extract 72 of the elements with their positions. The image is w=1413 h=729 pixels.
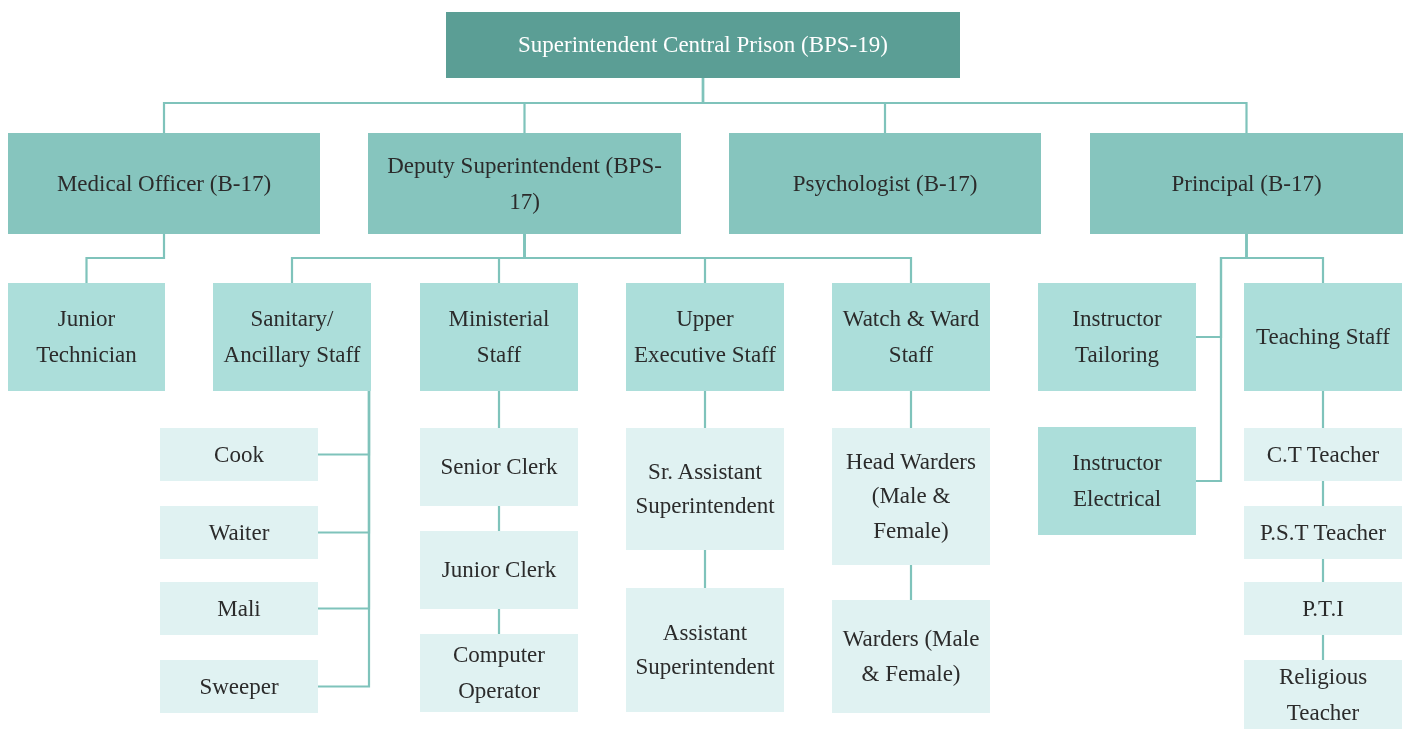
position-title: Junior Clerk: [441, 556, 557, 585]
connector-line: [497, 391, 501, 428]
connector-line: [1196, 234, 1248, 483]
position-title: P.S.T Teacher: [1260, 518, 1386, 547]
position-title: P.T.I: [1302, 594, 1344, 623]
position-box: [729, 133, 1041, 234]
staff-box: [160, 506, 318, 559]
position-title: Ministerial Staff: [447, 305, 551, 369]
position-title: Warders (Male & Female): [841, 625, 981, 688]
position-box: [368, 133, 681, 234]
connector-line: [703, 391, 707, 428]
position-title: Senior Clerk: [440, 453, 558, 482]
staff-group-box: [832, 283, 990, 391]
connector-line: [497, 506, 501, 531]
staff-box: [160, 660, 318, 713]
staff-box: [420, 531, 578, 609]
position-box: [1090, 133, 1403, 234]
connector-line: [318, 391, 371, 688]
connector-line: [523, 234, 913, 283]
connector-line: [1321, 481, 1325, 506]
position-title: Head Warders (Male & Female): [845, 447, 977, 545]
staff-box: [1244, 506, 1402, 559]
staff-group-box: [1038, 427, 1196, 535]
staff-group-box: [626, 283, 784, 391]
position-title: Superintendent Central Prison (BPS-19): [518, 31, 888, 59]
staff-box: [832, 600, 990, 713]
top-position-box: [446, 12, 960, 78]
staff-group-box: [213, 283, 371, 391]
position-title: Upper Executive Staff: [633, 305, 777, 369]
position-title: Instructor Electrical: [1071, 449, 1163, 513]
position-title: Cook: [214, 440, 264, 469]
connector-line: [1321, 391, 1325, 428]
staff-box: [1244, 660, 1402, 729]
connector-line: [1321, 559, 1325, 582]
position-title: Computer Operator: [452, 641, 546, 705]
position-title: Instructor Tailoring: [1071, 305, 1163, 369]
position-title: Deputy Superintendent (BPS-17): [386, 151, 663, 216]
staff-group-box: [420, 283, 578, 391]
position-title: Assistant Superintendent: [634, 618, 776, 681]
connector-line: [909, 391, 913, 428]
position-title: Medical Officer (B-17): [56, 169, 272, 198]
staff-box: [420, 634, 578, 712]
position-title: Sr. Assistant Superintendent: [634, 457, 776, 520]
staff-box: [160, 582, 318, 635]
staff-box: [420, 428, 578, 506]
connector-line: [909, 565, 913, 600]
position-title: Religious Teacher: [1277, 662, 1369, 727]
position-title: Psychologist (B-17): [792, 169, 978, 198]
staff-group-box: [1038, 283, 1196, 391]
connector-line: [497, 609, 501, 634]
position-title: Principal (B-17): [1171, 169, 1322, 198]
position-title: Mali: [217, 594, 261, 623]
position-title: Sanitary/ Ancillary Staff: [222, 305, 362, 369]
staff-box: [1244, 582, 1402, 635]
connector-line: [701, 78, 1248, 133]
position-title: Junior Technician: [35, 305, 138, 369]
connector-line: [703, 550, 707, 588]
connector-line: [1321, 635, 1325, 660]
position-title: C.T Teacher: [1266, 440, 1380, 469]
staff-box: [626, 428, 784, 550]
staff-box: [832, 428, 990, 565]
position-title: Watch & Ward Staff: [841, 305, 981, 369]
position-box: [8, 133, 320, 234]
position-title: Sweeper: [199, 672, 279, 701]
connector-line: [85, 234, 166, 283]
staff-group-box: [8, 283, 165, 391]
staff-group-box: [1244, 283, 1402, 391]
staff-box: [626, 588, 784, 712]
staff-box: [160, 428, 318, 481]
position-title: Teaching Staff: [1256, 323, 1390, 352]
position-title: Waiter: [208, 518, 270, 547]
staff-box: [1244, 428, 1402, 481]
